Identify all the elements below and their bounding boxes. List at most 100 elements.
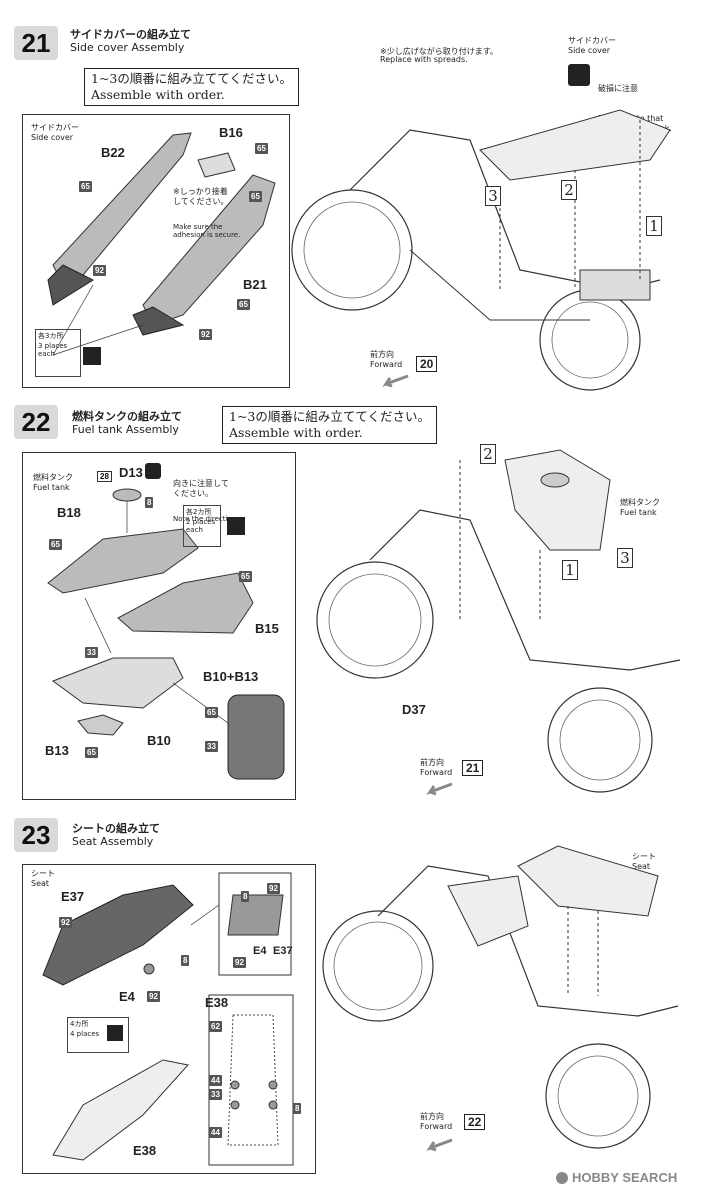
step-marker: 3	[485, 186, 501, 206]
code-65: 65	[79, 181, 92, 192]
warning-icon	[568, 64, 590, 86]
direction-note-jp: 向きに注意して ください。	[173, 479, 229, 498]
forward-en: Forward	[420, 1122, 453, 1131]
part-b10: B10	[147, 733, 171, 748]
seat-diagram	[42, 872, 294, 1166]
order-note: 1~3の順番に組み立ててください。 Assemble with order.	[84, 68, 300, 106]
forward-label: 前方向 Forward	[370, 350, 402, 370]
order-note: 1~3の順番に組み立ててください。 Assemble with order.	[222, 406, 438, 444]
panel-label: 燃料タンク Fuel tank	[33, 473, 73, 493]
fuel-tank-panel: 燃料タンク Fuel tank 28 D13 8 B18 65 65 B15 3…	[22, 452, 296, 800]
step-marker: 3	[617, 548, 633, 568]
panel-label-jp: サイドカバー	[31, 123, 79, 132]
places-box: 4カ所 4 places	[67, 1017, 129, 1053]
places-box: 各2カ所 2 places each	[183, 505, 221, 547]
logo-mark-icon	[556, 1171, 568, 1184]
code-92: 92	[267, 883, 280, 894]
step-number: 23	[14, 818, 58, 852]
order-note-jp: 1~3の順番に組み立ててください。	[229, 409, 431, 424]
step-marker: 1	[646, 216, 662, 236]
forward-jp: 前方向	[420, 1112, 444, 1121]
step-number: 21	[14, 26, 58, 60]
code-8: 8	[145, 497, 154, 508]
step-number: 22	[14, 405, 58, 439]
forward-arrow-icon	[426, 782, 453, 796]
code-33: 33	[209, 1089, 222, 1100]
forward-arrow-icon	[382, 374, 409, 388]
code-44: 44	[209, 1127, 222, 1138]
side-cover-callout-jp: サイドカバー	[568, 36, 616, 45]
ref-step: 20	[416, 356, 438, 372]
panel-label-jp: 燃料タンク	[33, 473, 73, 482]
side-cover-panel: サイドカバー Side cover B22 B16 B21 65 65 65 6…	[22, 114, 290, 388]
panel-label-en: Side cover	[31, 133, 74, 142]
glue-icon	[227, 517, 245, 535]
places-jp: 各2カ所	[186, 508, 212, 516]
spread-note-jp: ※少し広げながら取り付けます。	[380, 47, 498, 56]
code-44: 44	[209, 1075, 222, 1086]
places-jp: 4カ所	[70, 1020, 89, 1028]
part-b22: B22	[101, 145, 125, 160]
step-title-jp: 燃料タンクの組み立て	[72, 410, 182, 423]
part-b21: B21	[243, 277, 267, 292]
motorcycle-diagram-23	[322, 845, 679, 1149]
places-en: 4 places	[70, 1030, 100, 1038]
code-62: 62	[209, 1021, 222, 1032]
seat-callout: シート Seat	[632, 852, 656, 872]
places-box: 各3カ所 3 places each	[35, 329, 81, 377]
code-33: 33	[85, 647, 98, 658]
code-65: 65	[85, 747, 98, 758]
step-marker: 2	[480, 444, 496, 464]
step-title-en: Side cover Assembly	[70, 41, 185, 54]
code-92: 92	[147, 991, 160, 1002]
order-note-jp: 1~3の順番に組み立ててください。	[91, 71, 293, 86]
fuel-tank-callout-en: Fuel tank	[620, 508, 657, 517]
break-note-jp: 破損に注意	[598, 84, 638, 93]
side-cover-callout: サイドカバー Side cover	[568, 36, 616, 56]
places-en: 2 places each	[186, 518, 216, 534]
part-b18: B18	[57, 505, 81, 520]
places-en: 3 places each	[38, 342, 68, 358]
fuel-tank-diagram	[47, 488, 285, 780]
code-65: 65	[49, 539, 62, 550]
step-marker: 2	[561, 180, 577, 200]
motorcycle-diagram-22	[316, 449, 681, 793]
forward-label: 前方向 Forward	[420, 758, 452, 778]
code-65: 65	[239, 571, 252, 582]
adhesion-note-jp: ※しっかり接着 してください。	[173, 187, 229, 206]
adhesion-note: ※しっかり接着 してください。 Make sure the adhesion i…	[173, 171, 240, 255]
fuel-tank-callout-jp: 燃料タンク	[620, 498, 660, 507]
part-b15: B15	[255, 621, 279, 636]
part-d37: D37	[402, 702, 426, 717]
code-92: 92	[93, 265, 106, 276]
forward-en: Forward	[370, 360, 403, 369]
direction-note-en: Note the direction.	[173, 515, 239, 523]
spread-note: ※少し広げながら取り付けます。 Replace with spreads.	[380, 48, 498, 64]
ref-step: 22	[464, 1114, 486, 1130]
detail-part-e4: E4	[253, 945, 267, 957]
code-65: 65	[205, 707, 218, 718]
spread-note-en: Replace with spreads.	[380, 55, 468, 64]
part-e38: E38	[133, 1143, 157, 1158]
glue-icon	[83, 347, 101, 365]
motorcycle-diagram-21	[291, 109, 671, 391]
side-cover-callout-en: Side cover	[568, 46, 611, 55]
note-direction-icon	[145, 463, 161, 479]
step-title-en: Fuel tank Assembly	[72, 423, 179, 436]
direction-note: 向きに注意して ください。 Note the direction.	[173, 463, 238, 539]
step-title-jp: サイドカバーの組み立て	[70, 28, 191, 41]
watermark-text: HOBBY SEARCH	[572, 1170, 678, 1185]
code-8: 8	[293, 1103, 302, 1114]
forward-jp: 前方向	[420, 758, 444, 767]
part-e38-detail: E38	[205, 995, 229, 1010]
part-e4: E4	[119, 989, 135, 1004]
step-title-jp: シートの組み立て	[72, 822, 160, 835]
step-marker: 1	[562, 560, 578, 580]
ref-step: 21	[462, 760, 484, 776]
part-b16: B16	[219, 125, 243, 140]
code-92: 92	[233, 957, 246, 968]
forward-arrow-icon	[426, 1138, 453, 1152]
code-28: 28	[97, 471, 112, 482]
places-jp: 各3カ所	[38, 332, 64, 340]
hobby-search-logo: HOBBY SEARCH	[556, 1170, 677, 1185]
